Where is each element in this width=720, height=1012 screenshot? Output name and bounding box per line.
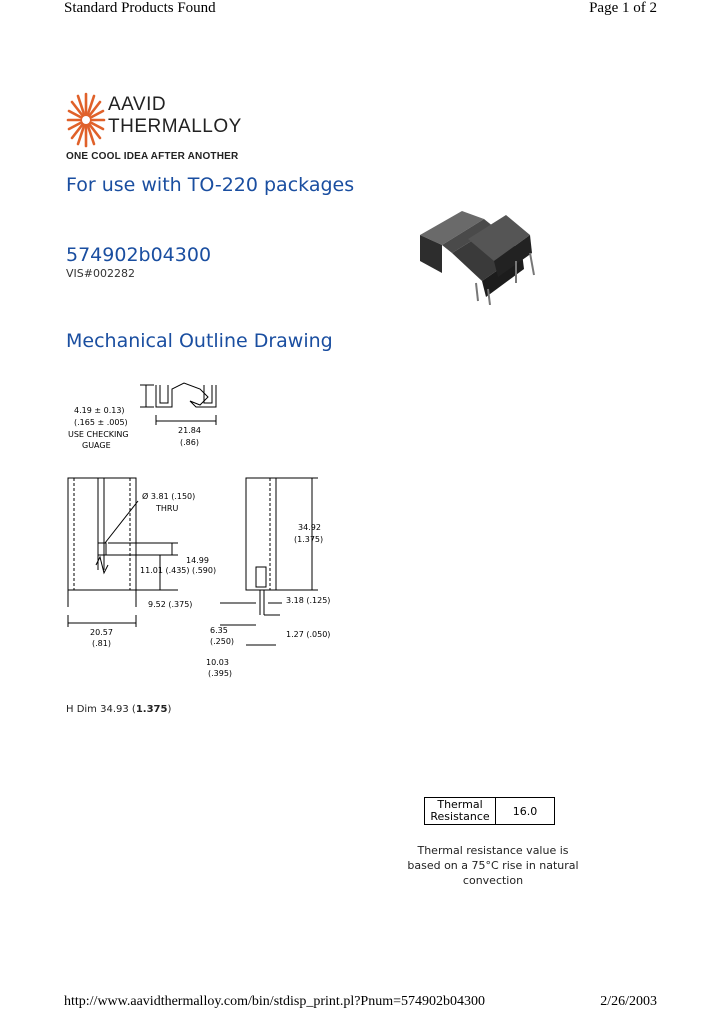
logo-text-thermalloy: THERMALLOY [108,116,242,137]
product-title: For use with TO-220 packages [66,174,355,196]
footer-url: http://www.aavidthermalloy.com/bin/stdis… [64,994,485,1009]
dim-1003-2: (.395) [208,669,232,678]
dim-top-left-1: 4.19 ± 0.13) [74,406,125,415]
dim-1003-1: 10.03 [206,658,229,667]
dim-hole-1: Ø 3.81 (.150) [142,491,195,501]
dim-top-left-2: (.165 ± .005) [74,418,128,427]
dim-3492-1: 34.92 [298,523,321,532]
company-logo: AAVID THERMALLOY ONE COOL IDEA AFTER ANO… [66,88,266,166]
thermal-note: Thermal resistance value is based on a 7… [407,844,579,887]
section-title: Mechanical Outline Drawing [66,330,333,352]
dim-2057-1: 20.57 [90,628,113,637]
h-dim-note: H Dim 34.93 (1.375) [66,704,172,715]
dim-top-width-1: 21.84 [178,426,201,435]
page-header-left: Standard Products Found [64,0,216,16]
vis-number: VIS#002282 [66,267,135,280]
dim-1101: 11.01 (.435) (.590) [140,566,216,575]
logo-tagline: ONE COOL IDEA AFTER ANOTHER [66,151,239,162]
logo-text-aavid: AAVID [108,94,167,115]
dim-635-2: (.250) [210,637,234,646]
dim-318: 3.18 (.125) [286,596,330,605]
footer-date: 2/26/2003 [600,994,657,1009]
heatsink-photo [420,211,535,305]
dim-1499: 14.99 [186,556,209,565]
dim-127: 1.27 (.050) [286,630,330,639]
mechanical-outline-drawing: 4.19 ± 0.13) (.165 ± .005) USE CHECKING … [67,382,330,678]
note-checking: USE CHECKING [68,430,129,439]
thermal-value: 16.0 [495,797,555,825]
note-guage: GUAGE [82,441,111,450]
dim-top-width-2: (.86) [180,438,199,447]
part-number: 574902b04300 [66,244,212,266]
dim-2057-2: (.81) [92,639,111,648]
dim-3492-2: (1.375) [294,535,323,544]
page-header-right: Page 1 of 2 [589,0,657,16]
dim-952: 9.52 (.375) [148,600,192,609]
dim-635-1: 6.35 [210,626,228,635]
dim-hole-2: THRU [155,504,178,513]
starburst-icon [66,92,106,148]
